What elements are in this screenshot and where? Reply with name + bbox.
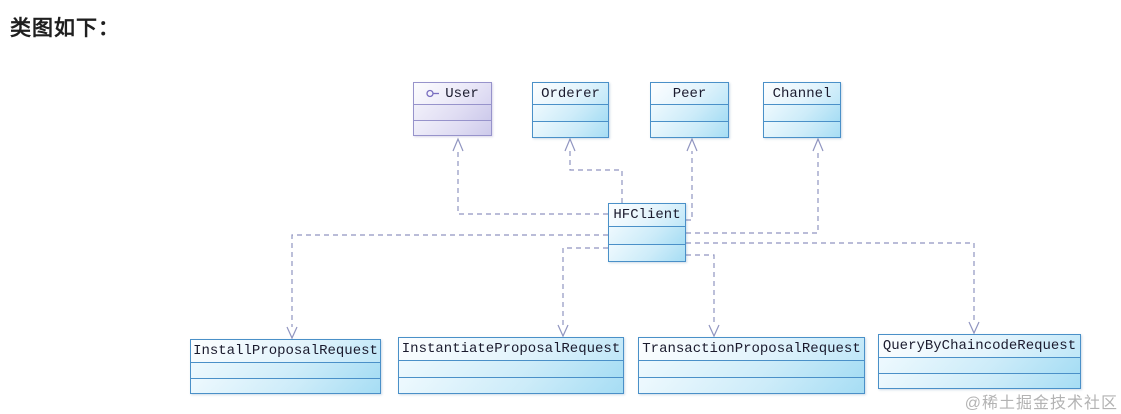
dependency-arrowhead-instantiateproposalrequest xyxy=(557,324,569,338)
class-name-label: Channel xyxy=(772,85,832,102)
methods-compartment xyxy=(533,120,608,137)
dependency-arrowhead-user xyxy=(452,137,464,152)
class-querybychaincoderequest-title: QueryByChaincodeRequest xyxy=(879,335,1080,358)
attributes-compartment xyxy=(651,105,728,121)
class-hfclient: HFClient xyxy=(608,203,686,262)
dependency-hfclient-orderer xyxy=(569,151,623,203)
methods-compartment xyxy=(399,376,623,393)
methods-compartment xyxy=(191,377,380,393)
class-user-title: User xyxy=(414,83,491,105)
class-orderer-title: Orderer xyxy=(533,83,608,105)
class-name-label: InstallProposalRequest xyxy=(193,343,378,359)
dependency-hfclient-instantiateproposalrequest xyxy=(562,247,608,325)
class-transactionproposalrequest: TransactionProposalRequest xyxy=(638,337,865,394)
dependency-arrowhead-orderer xyxy=(564,137,576,152)
dependency-hfclient-channel xyxy=(686,151,819,234)
interface-lollipop-icon xyxy=(426,89,440,98)
class-channel-title: Channel xyxy=(764,83,840,105)
dependency-hfclient-installproposalrequest xyxy=(291,234,608,327)
class-installproposalrequest-title: InstallProposalRequest xyxy=(191,340,380,363)
class-name-label: InstantiateProposalRequest xyxy=(401,341,621,357)
page-title: 类图如下： xyxy=(10,17,120,40)
attributes-compartment xyxy=(879,358,1080,373)
attributes-compartment xyxy=(399,361,623,377)
dependency-hfclient-peer xyxy=(686,151,693,221)
class-querybychaincoderequest: QueryByChaincodeRequest xyxy=(878,334,1081,389)
class-transactionproposalrequest-title: TransactionProposalRequest xyxy=(639,338,864,361)
dependency-hfclient-user xyxy=(457,151,608,215)
dependency-arrowhead-querybychaincoderequest xyxy=(968,321,980,335)
class-name-label: Orderer xyxy=(541,85,600,102)
dependency-arrowhead-installproposalrequest xyxy=(286,326,298,340)
class-peer: Peer xyxy=(650,82,729,138)
attributes-compartment xyxy=(533,105,608,121)
class-orderer: Orderer xyxy=(532,82,609,138)
dependency-arrowhead-channel xyxy=(812,137,824,152)
class-name-label: TransactionProposalRequest xyxy=(642,341,861,357)
methods-compartment xyxy=(764,120,840,137)
class-hfclient-title: HFClient xyxy=(609,204,685,227)
class-instantiateproposalrequest-title: InstantiateProposalRequest xyxy=(399,338,623,361)
methods-compartment xyxy=(414,119,491,135)
class-name-label: QueryByChaincodeRequest xyxy=(882,338,1077,354)
class-name-label: Peer xyxy=(672,85,707,102)
dependency-arrowhead-transactionproposalrequest xyxy=(708,324,720,338)
dependency-arrowhead-peer xyxy=(686,137,698,152)
class-user: User xyxy=(413,82,492,136)
attributes-compartment xyxy=(609,227,685,244)
methods-compartment xyxy=(651,120,728,137)
methods-compartment xyxy=(879,372,1080,388)
attributes-compartment xyxy=(414,105,491,120)
dependency-hfclient-querybychaincoderequest xyxy=(686,242,975,322)
attributes-compartment xyxy=(639,361,864,377)
attributes-compartment xyxy=(191,363,380,378)
class-peer-title: Peer xyxy=(651,83,728,105)
attributes-compartment xyxy=(764,105,840,121)
class-channel: Channel xyxy=(763,82,841,138)
dependency-hfclient-transactionproposalrequest xyxy=(686,254,715,325)
watermark: @稀土掘金技术社区 xyxy=(964,395,1118,412)
methods-compartment xyxy=(609,243,685,261)
class-name-label: User xyxy=(445,85,479,102)
methods-compartment xyxy=(639,376,864,393)
class-installproposalrequest: InstallProposalRequest xyxy=(190,339,381,394)
class-name-label: HFClient xyxy=(613,207,681,223)
class-instantiateproposalrequest: InstantiateProposalRequest xyxy=(398,337,624,394)
